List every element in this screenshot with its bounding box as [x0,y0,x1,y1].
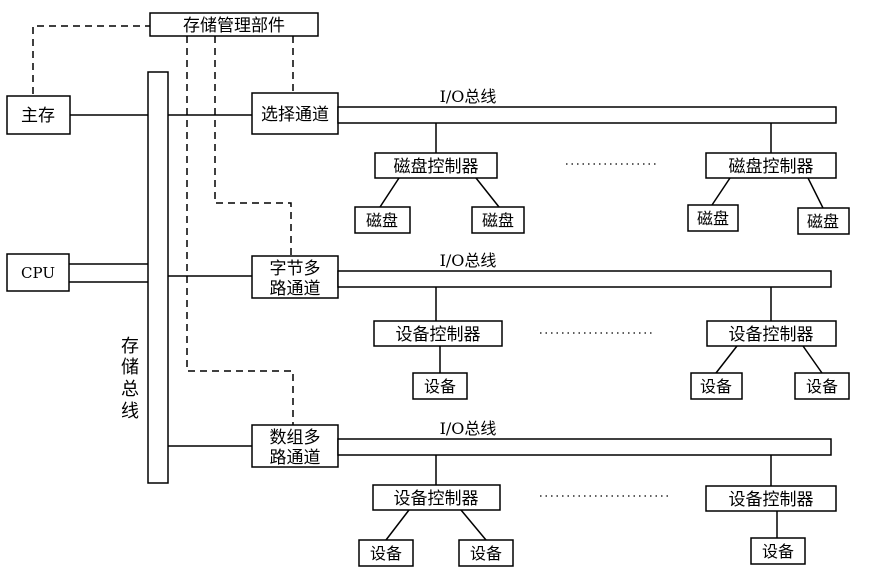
system-bus-links [69,114,252,447]
io-bus-2-label: I/O总线 [440,251,497,270]
storage-manager-dashed-links [32,25,294,425]
disk-2: 磁盘 [471,206,525,234]
svg-text:设备: 设备 [806,377,838,396]
svg-text:设备控制器: 设备控制器 [729,490,814,510]
storage-bus-label: 存 储 总 线 [121,336,139,422]
io-bus-3-links [385,455,778,541]
storage-manager-box: 存储管理部件 [149,12,319,37]
svg-text:磁盘: 磁盘 [366,211,398,230]
svg-text:设备控制器: 设备控制器 [396,325,481,345]
io-bus-2: I/O总线 [337,251,832,288]
device-1: 设备 [412,372,468,400]
main-memory-box: 主存 [6,95,71,135]
io-bus-3: I/O总线 [337,419,832,456]
svg-text:设备: 设备 [424,377,456,396]
io-bus-1-links [379,123,824,209]
storage-bus [147,71,169,484]
storage-manager-label: 存储管理部件 [183,16,285,36]
svg-text:设备控制器: 设备控制器 [729,325,814,345]
device-2: 设备 [690,372,743,400]
svg-text:设备: 设备 [700,377,732,396]
svg-text:字节多: 字节多 [270,259,321,279]
disk-4: 磁盘 [797,207,850,235]
svg-text:存: 存 [121,336,139,357]
cpu-label: CPU [21,264,55,282]
svg-text:磁盘控制器: 磁盘控制器 [394,157,479,177]
svg-text:磁盘: 磁盘 [697,209,729,228]
main-memory-label: 主存 [21,106,55,126]
device-controller-2: 设备控制器 [706,320,837,347]
disk-controller-1: 磁盘控制器 [374,152,498,179]
svg-text:路通道: 路通道 [270,448,321,468]
block-multiplexer-channel-box: 数组多 路通道 [251,424,339,468]
io-bus-1-label: I/O总线 [440,87,497,106]
disk-3: 磁盘 [687,204,739,232]
selector-channel-label: 选择通道 [261,105,329,125]
device-controller-4: 设备控制器 [705,485,837,512]
cpu-box: CPU [6,253,70,292]
svg-text:储: 储 [121,357,139,378]
io-bus-3-label: I/O总线 [440,419,497,438]
svg-text:设备控制器: 设备控制器 [394,489,479,509]
svg-text:磁盘控制器: 磁盘控制器 [729,157,814,177]
svg-text:磁盘: 磁盘 [807,212,839,231]
io-bus-1: I/O总线 [337,87,837,124]
device-4: 设备 [358,539,414,567]
svg-text:设备: 设备 [762,542,794,561]
svg-text:设备: 设备 [370,544,402,563]
svg-text:路通道: 路通道 [270,279,321,299]
device-controller-1: 设备控制器 [373,320,503,347]
svg-text:磁盘: 磁盘 [482,211,514,230]
io-bus-2-links [435,287,823,374]
svg-text:线: 线 [121,401,139,422]
disk-controller-2: 磁盘控制器 [705,152,837,179]
selector-channel-box: 选择通道 [251,92,339,135]
device-controller-3: 设备控制器 [372,484,501,511]
device-6: 设备 [750,537,806,565]
device-3: 设备 [794,372,850,400]
svg-text:数组多: 数组多 [270,428,321,448]
device-5: 设备 [458,539,514,567]
svg-text:总: 总 [121,379,139,400]
svg-text:设备: 设备 [470,544,502,563]
disk-1: 磁盘 [354,206,411,234]
byte-multiplexer-channel-box: 字节多 路通道 [251,255,339,299]
